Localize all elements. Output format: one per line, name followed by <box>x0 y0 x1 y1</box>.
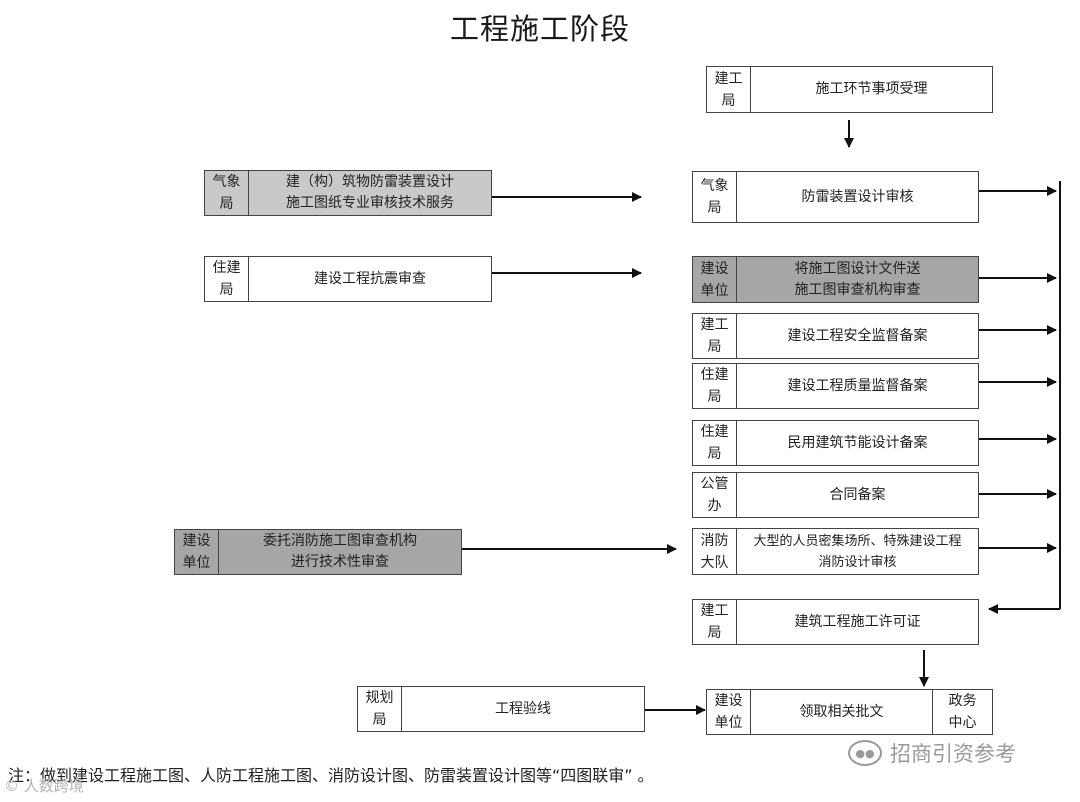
node-text: 领取相关批文 <box>799 703 884 720</box>
watermark-left: © 人数跨境 <box>4 777 84 795</box>
node-safety: 建工 局 建设工程安全监督备案 <box>692 313 979 359</box>
node-quality: 住建 局 建设工程质量监督备案 <box>692 363 979 409</box>
node-text: 建筑工程施工许可证 <box>794 613 921 630</box>
node-lightning-review: 气象 局 防雷装置设计审核 <box>692 171 979 223</box>
node-text: 防雷装置设计审核 <box>801 188 914 205</box>
node-text: 委托消防施工图审查机构 进行技术性审查 <box>219 530 461 574</box>
node-text: 建（构）筑物防雷装置设计 施工图纸专业审核技术服务 <box>249 171 491 215</box>
footnote: 注：做到建设工程施工图、人防工程施工图、消防设计图、防雷装置设计图等“四图联审”… <box>8 766 654 785</box>
node-survey: 规划 局 工程验线 <box>357 686 645 732</box>
node-start: 建工 局 施工环节事项受理 <box>706 66 993 113</box>
node-dept: 气象 局 <box>693 172 737 222</box>
node-text: 建设工程质量监督备案 <box>787 377 928 394</box>
node-dept: 建工 局 <box>707 67 751 112</box>
node-fire-review: 消防 大队 大型的人员密集场所、特殊建设工程 消防设计审核 <box>692 528 979 575</box>
node-dept: 规划 局 <box>358 687 402 731</box>
watermark-right: ●● 招商引资参考 <box>848 738 1016 768</box>
watermark-right-text: 招商引资参考 <box>890 742 1016 766</box>
node-dept: 建工 局 <box>693 600 737 644</box>
node-text: 建设工程安全监督备案 <box>787 327 928 344</box>
node-drawing-review: 建设 单位 将施工图设计文件送 施工图审查机构审查 <box>692 256 979 303</box>
node-permit: 建工 局 建筑工程施工许可证 <box>692 599 979 645</box>
node-dept: 住建 局 <box>205 257 249 301</box>
node-text: 合同备案 <box>829 486 886 503</box>
node-text: 民用建筑节能设计备案 <box>787 434 928 451</box>
node-fire-entrust: 建设 单位 委托消防施工图审查机构 进行技术性审查 <box>174 529 462 575</box>
node-dept: 住建 局 <box>693 364 737 408</box>
node-dept: 建设 单位 <box>707 690 751 734</box>
node-dept: 住建 局 <box>693 421 737 465</box>
node-tail: 政务 中心 <box>932 690 992 734</box>
node-text: 施工环节事项受理 <box>815 81 928 97</box>
page-title: 工程施工阶段 <box>449 12 630 46</box>
node-text: 工程验线 <box>495 700 551 717</box>
node-collect: 建设 单位 领取相关批文 政务 中心 <box>706 689 993 735</box>
node-text: 将施工图设计文件送 施工图审查机构审查 <box>737 257 978 302</box>
node-lightning-service: 气象 局 建（构）筑物防雷装置设计 施工图纸专业审核技术服务 <box>204 170 492 216</box>
node-energy: 住建 局 民用建筑节能设计备案 <box>692 420 979 466</box>
node-dept: 公管 办 <box>693 473 737 517</box>
node-dept: 建设 单位 <box>693 257 737 302</box>
node-seismic: 住建 局 建设工程抗震审查 <box>204 256 492 302</box>
node-dept: 气象 局 <box>205 171 249 215</box>
node-text: 大型的人员密集场所、特殊建设工程 消防设计审核 <box>753 533 962 570</box>
node-text: 建设工程抗震审查 <box>314 270 426 287</box>
node-contract: 公管 办 合同备案 <box>692 472 979 518</box>
node-dept: 消防 大队 <box>693 529 737 574</box>
wechat-icon: ●● <box>848 740 882 766</box>
node-dept: 建工 局 <box>693 314 737 358</box>
node-dept: 建设 单位 <box>175 530 219 574</box>
